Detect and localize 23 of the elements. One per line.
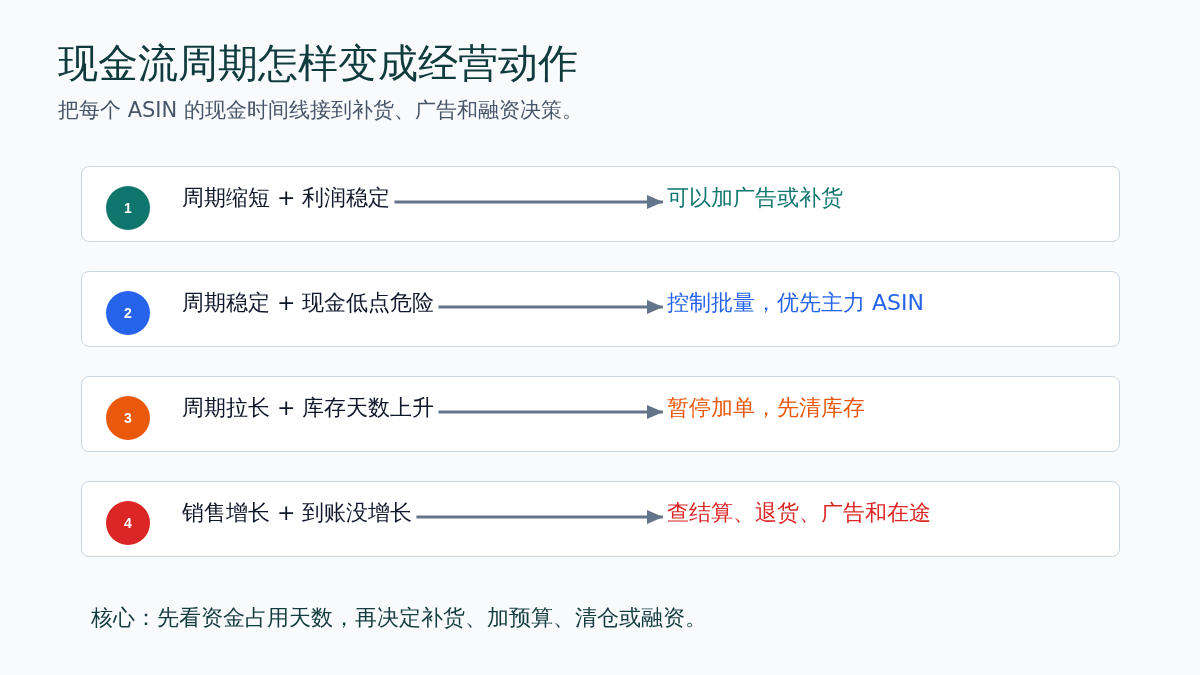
step-number: 1: [106, 186, 150, 230]
action-text: 暂停加单，先清库存: [667, 393, 865, 423]
condition-text: 周期稳定 + 现金低点危险: [182, 288, 435, 318]
step-card: [81, 271, 1120, 347]
title: 现金流周期怎样变成经营动作: [58, 39, 578, 88]
step-number: 4: [106, 501, 150, 545]
condition-text: 销售增长 + 到账没增长: [182, 498, 413, 528]
step-card: [81, 376, 1120, 452]
condition-text: 周期拉长 + 库存天数上升: [182, 393, 435, 423]
arrow: [438, 405, 663, 419]
arrow: [438, 300, 663, 314]
step-number: 2: [106, 291, 150, 335]
action-text: 控制批量，优先主力 ASIN: [667, 288, 924, 318]
action-text: 可以加广告或补货: [667, 183, 843, 213]
summary-note: 核心：先看资金占用天数，再决定补货、加预算、清仓或融资。: [91, 604, 707, 632]
arrow: [416, 510, 663, 524]
step-number: 3: [106, 396, 150, 440]
arrow: [394, 195, 663, 209]
step-card: [81, 166, 1120, 242]
condition-text: 周期缩短 + 利润稳定: [182, 183, 391, 213]
action-text: 查结算、退货、广告和在途: [667, 498, 931, 528]
step-card: [81, 481, 1120, 557]
subtitle: 把每个 ASIN 的现金时间线接到补货、广告和融资决策。: [58, 97, 583, 124]
